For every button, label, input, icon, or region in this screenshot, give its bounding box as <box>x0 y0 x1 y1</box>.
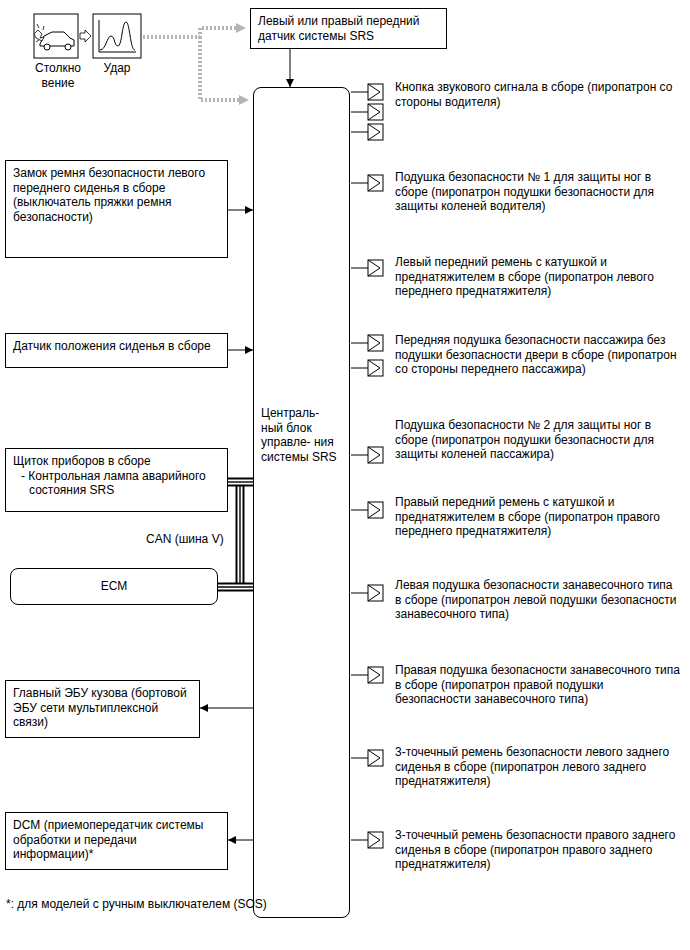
sequence-arrow <box>80 30 91 42</box>
picture-caption: Удар <box>97 61 137 76</box>
node-title: Левый или правый передний датчик системы… <box>258 14 439 43</box>
squib-component-label: Левая подушка безопасности занавесочного… <box>395 578 680 622</box>
squib-component-label: Правый передний ремень с катушкой и пред… <box>395 495 680 539</box>
connector-path <box>290 49 291 87</box>
node-title: Датчик положения сиденья в сборе <box>13 339 220 354</box>
node-title: ECM <box>101 579 128 594</box>
can-bus-line <box>218 587 253 588</box>
squib-symbol <box>351 667 383 683</box>
impact-signal-arrow <box>143 28 241 100</box>
signal-arrow <box>290 49 291 87</box>
squib-component-label: Правая подушка безопасности занавесочног… <box>395 663 680 707</box>
connector-path <box>228 350 253 351</box>
connector-path <box>228 840 253 841</box>
node-title: DCM (приемопередатчик системы обработки … <box>13 818 220 862</box>
bus-stroke <box>228 481 253 482</box>
impact-graph <box>93 14 141 58</box>
component-box: Замок ремня безопасности левого переднег… <box>5 160 228 258</box>
component-box: Главный ЭБУ кузова (бортовой ЭБУ сети му… <box>5 680 200 738</box>
signal-arrow <box>228 210 253 211</box>
picture-caption: Столкно вение <box>30 61 86 90</box>
component-box: Датчик положения сиденья в сборе <box>5 333 228 368</box>
signal-arrow <box>200 708 253 709</box>
squib-symbol <box>351 585 383 601</box>
squib-symbol <box>351 104 383 120</box>
squib-symbol <box>351 84 383 100</box>
bus-stroke <box>228 480 253 485</box>
component-box: Щиток приборов в сборе- Контрольная ламп… <box>5 448 228 512</box>
can-bus-line <box>228 482 253 483</box>
squib-component-label: Подушка безопасности № 2 для защиты ног … <box>395 418 680 462</box>
squib-symbol <box>351 750 383 766</box>
squib-component-label: Подушка безопасности № 1 для защиты ног … <box>395 170 680 214</box>
node-title: Главный ЭБУ кузова (бортовой ЭБУ сети му… <box>13 686 192 730</box>
squib-symbol <box>351 447 383 463</box>
signal-arrow <box>228 840 253 841</box>
node-title: Замок ремня безопасности левого переднег… <box>13 166 220 224</box>
collision-picture <box>34 14 78 58</box>
component-box: DCM (приемопередатчик системы обработки … <box>5 812 228 870</box>
bus-stroke <box>218 583 253 592</box>
squib-component-label: Кнопка звукового сигнала в сборе (пиропа… <box>395 80 680 109</box>
squib-symbol <box>351 502 383 518</box>
bus-stroke <box>228 478 253 487</box>
squib-symbol <box>351 360 383 376</box>
squib-symbol <box>351 335 383 351</box>
footnote: *: для моделей с ручным выключателем (SO… <box>6 897 626 912</box>
bus-stroke <box>218 586 253 587</box>
squib-symbol <box>351 175 383 191</box>
bus-stroke <box>218 585 253 590</box>
can-bus-junction <box>240 482 241 587</box>
squib-component-label: Передняя подушка безопасности пассажира … <box>395 333 680 377</box>
connector-path <box>200 708 253 709</box>
squib-component-label: Левый передний ремень с катушкой и предн… <box>395 255 680 299</box>
control-unit-box: Централь- ный блок управле- ния системы … <box>253 87 350 918</box>
squib-component-label: 3-точечный ремень безопасности правого з… <box>395 828 680 872</box>
squib-symbol <box>351 260 383 276</box>
node-title: Щиток приборов в сборе <box>13 454 220 469</box>
squib-symbol <box>351 124 383 140</box>
bus-label: CAN (шина V) <box>146 532 236 547</box>
squib-symbol <box>351 832 383 848</box>
squib-component-label: 3-точечный ремень безопасности левого за… <box>395 745 680 789</box>
connector-path <box>228 210 253 211</box>
signal-arrow <box>228 350 253 351</box>
sensor-box: Левый или правый передний датчик системы… <box>250 8 447 49</box>
node-title: Централь- ный блок управле- ния системы … <box>261 406 342 464</box>
ecu-box: ECM <box>10 568 218 605</box>
node-subitem: - Контрольная лампа аварийного состояния… <box>13 469 220 498</box>
